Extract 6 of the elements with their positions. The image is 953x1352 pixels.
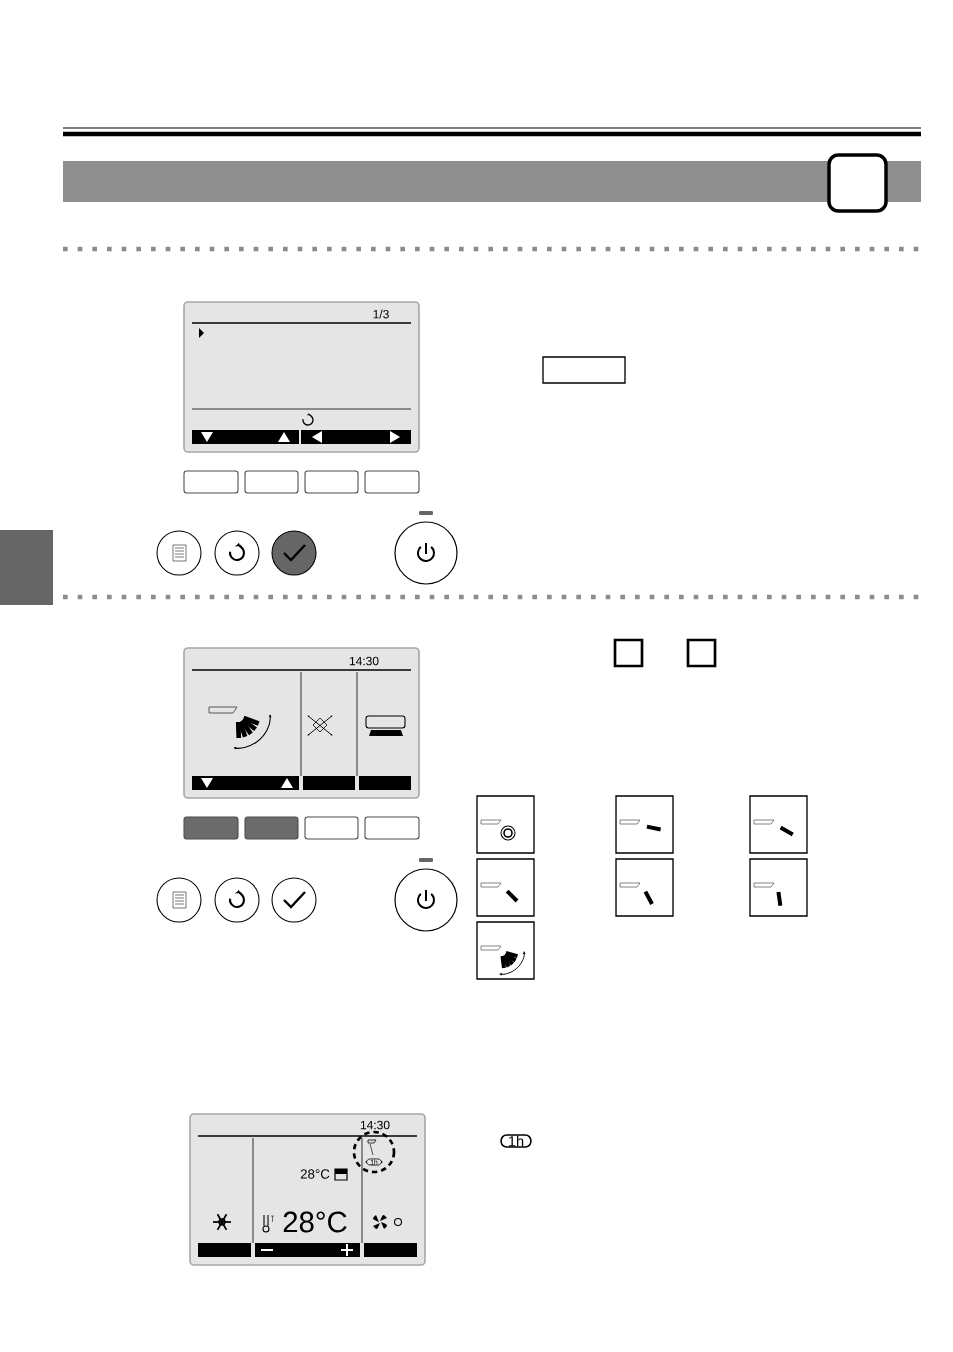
set-temperature: 28°C — [300, 1169, 330, 1179]
clock-time: 14:30 — [360, 1120, 390, 1130]
room-temperature: 28°C — [283, 1211, 347, 1233]
page-number: 1/3 — [373, 309, 389, 319]
timer-indicator: 1h — [500, 1134, 532, 1148]
clock-time: 14:30 — [349, 656, 379, 666]
